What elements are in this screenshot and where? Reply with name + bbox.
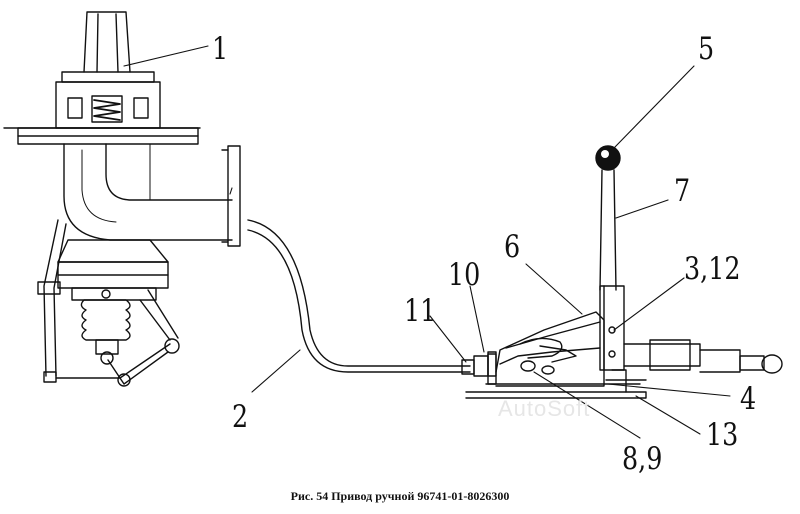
callout-5: 5 [698, 31, 715, 67]
cable [247, 219, 471, 373]
callout-1: 1 [212, 31, 229, 67]
leader-lines [123, 45, 731, 439]
valve-assembly [3, 11, 241, 387]
callout-10: 10 [448, 257, 481, 293]
callout-13: 13 [706, 417, 739, 453]
callout-7: 7 [674, 173, 691, 209]
figure-caption: Рис. 54 Привод ручной 96741-01-8026300 [290, 489, 510, 503]
hand-drive [461, 145, 783, 399]
callout-11: 11 [404, 293, 437, 329]
callout-2: 2 [232, 399, 249, 435]
watermark-text: AutoSoft [498, 396, 591, 421]
callout-4: 4 [740, 381, 757, 417]
callout-6: 6 [504, 229, 521, 265]
callout-3-12: 3,12 [684, 251, 741, 287]
callout-8-9: 8,9 [622, 441, 663, 477]
